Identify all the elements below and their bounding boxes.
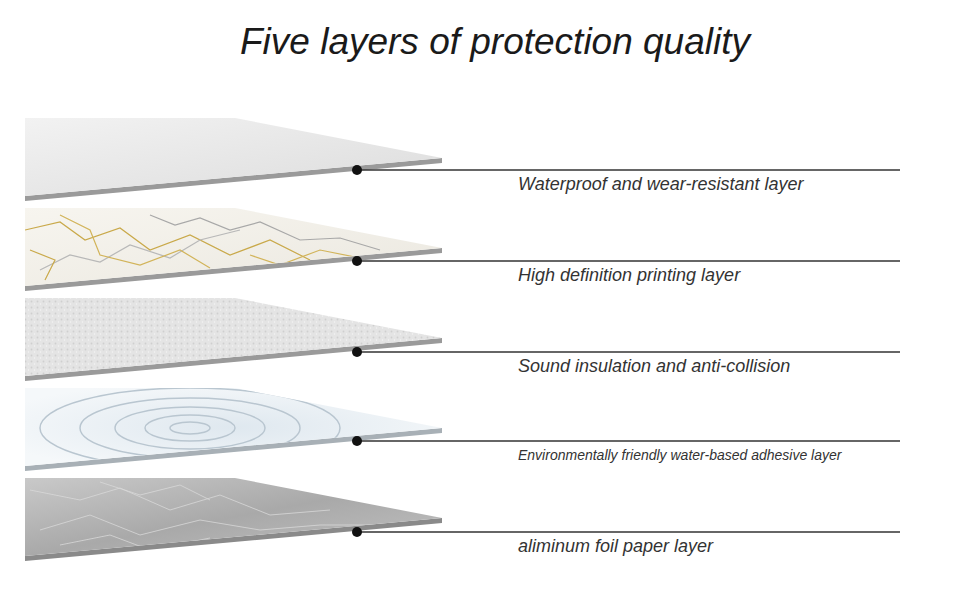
textured-sheet xyxy=(25,298,442,381)
leader-lines xyxy=(357,170,900,532)
leader-dots xyxy=(352,165,362,537)
layer-label: Sound insulation and anti-collision xyxy=(518,356,790,378)
layer-label: Environmentally friendly water-based adh… xyxy=(518,447,841,464)
marble-sheet xyxy=(25,208,442,291)
waterproof-sheet xyxy=(25,118,442,201)
layer-label: High definition printing layer xyxy=(518,265,740,287)
foil-sheet xyxy=(25,478,442,561)
diagram-title: Five layers of protection quality xyxy=(95,20,895,64)
layer-label: aliminum foil paper layer xyxy=(518,536,713,558)
adhesive-sheet xyxy=(25,388,442,471)
layer-label: Waterproof and wear-resistant layer xyxy=(518,174,803,196)
